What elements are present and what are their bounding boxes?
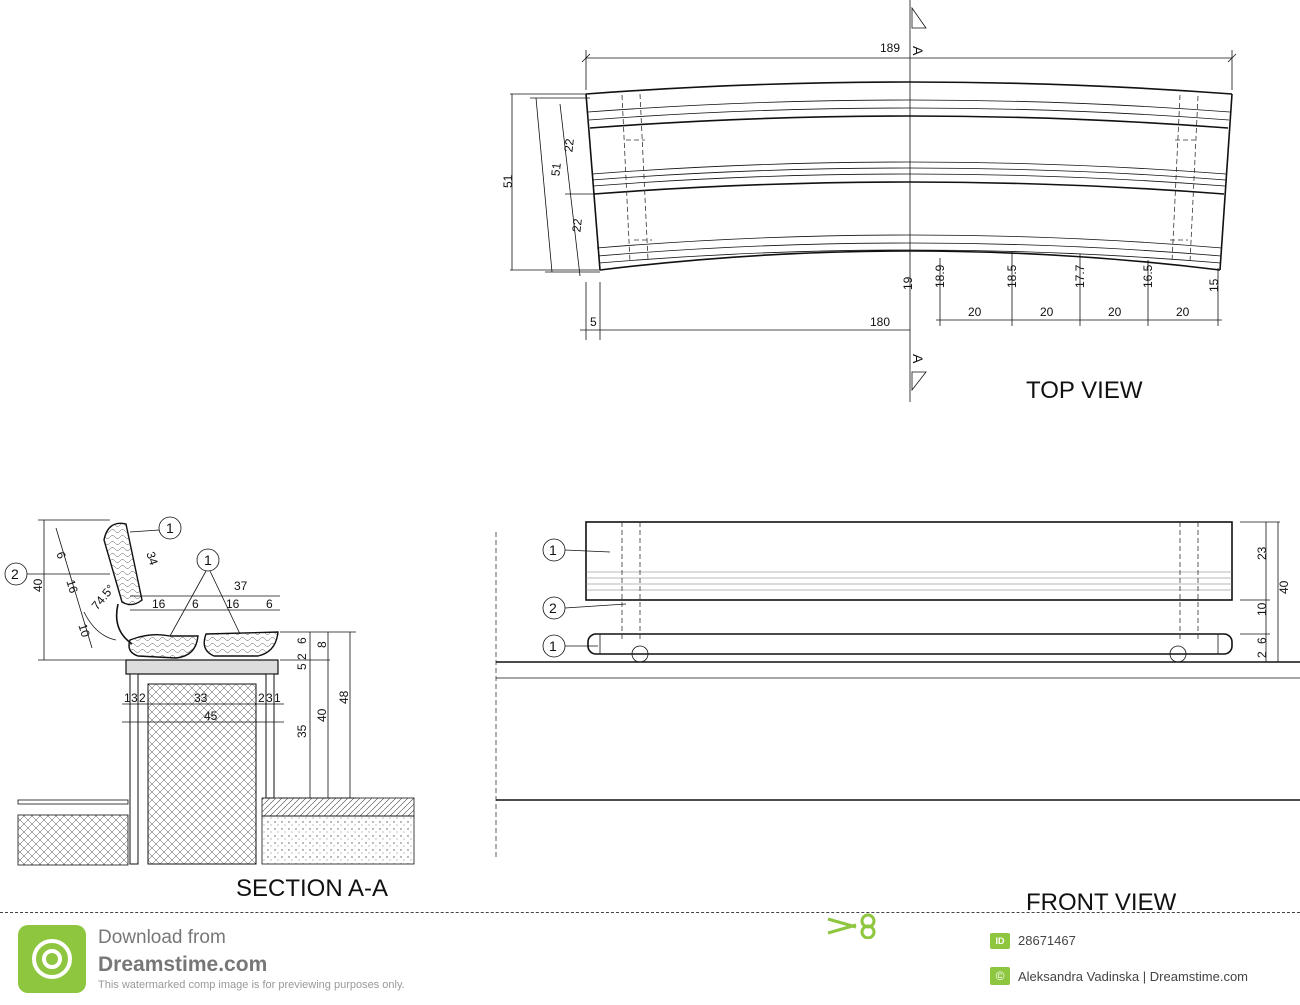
sec-dim-h16b: 16 xyxy=(226,597,240,611)
site-name: Dreamstime.com xyxy=(98,953,268,976)
sec-dim-b1r: 1 xyxy=(274,691,281,705)
sec-dim-v40: 40 xyxy=(315,708,329,722)
copyright-icon: © xyxy=(990,967,1010,985)
sec-dim-v8: 8 xyxy=(315,641,329,648)
watermark-note: This watermarked comp image is for previ… xyxy=(98,979,405,991)
dim-off-15: 15 xyxy=(1207,278,1221,292)
sec-dim-v2: 2 xyxy=(295,653,309,660)
dim-width-top: 189 xyxy=(880,41,900,55)
front-callout-2: 2 xyxy=(549,600,557,616)
dim-depth-inner: 51 xyxy=(548,162,563,177)
dreamstime-logo-icon xyxy=(18,925,86,993)
front-callout-1b: 1 xyxy=(549,638,557,654)
front-view-title: FRONT VIEW xyxy=(1026,889,1177,912)
front-dim-6: 6 xyxy=(1255,637,1269,644)
sec-dim-16: 16 xyxy=(63,578,81,595)
id-badge: ID xyxy=(990,933,1010,949)
sec-dim-6: 6 xyxy=(53,550,68,561)
front-dim-2: 2 xyxy=(1255,651,1269,658)
callout-1b: 1 xyxy=(204,552,212,568)
scissors-icon xyxy=(827,913,876,939)
callout-1a: 1 xyxy=(166,520,174,536)
section-view: 40 6 16 10 74.5° 34 37 16 6 16 6 6 2 5 8… xyxy=(4,516,415,902)
front-callout-1a: 1 xyxy=(549,542,557,558)
author-credit: Aleksandra Vadinska | Dreamstime.com xyxy=(1018,969,1249,984)
front-dim-10: 10 xyxy=(1255,602,1269,616)
sec-dim-b1: 1 xyxy=(124,691,131,705)
technical-drawing: A A 189 51 51 xyxy=(4,0,1300,912)
front-view: 23 10 40 6 2 1 2 1 FRONT VIEW xyxy=(495,521,1300,912)
sec-dim-b2: 2 xyxy=(139,691,146,705)
sec-dim-b33: 33 xyxy=(194,691,208,705)
top-view-title: TOP VIEW xyxy=(1026,377,1143,404)
sec-dim-angle: 74.5° xyxy=(89,582,118,613)
section-mark-bottom: A xyxy=(910,354,926,364)
dim-slat-b: 22 xyxy=(569,218,584,233)
sec-dim-h6a: 6 xyxy=(192,597,199,611)
dim-depth-outer: 51 xyxy=(501,174,515,188)
sec-dim-10: 10 xyxy=(75,622,93,639)
sec-dim-40: 40 xyxy=(31,578,45,592)
front-dim-40: 40 xyxy=(1277,580,1291,594)
dim-off-177: 17.7 xyxy=(1073,264,1087,288)
dim-off-165: 16.5 xyxy=(1141,264,1155,288)
image-id: 28671467 xyxy=(1018,933,1076,948)
front-dim-23: 23 xyxy=(1255,546,1269,560)
sec-dim-34: 34 xyxy=(143,550,161,567)
dim-off-189: 18.9 xyxy=(933,264,947,288)
section-mark-top: A xyxy=(910,46,926,56)
sec-dim-v35: 35 xyxy=(295,724,309,738)
dim-seg-3: 20 xyxy=(1108,305,1122,319)
sec-dim-37: 37 xyxy=(234,579,248,593)
dim-off-185: 18.5 xyxy=(1005,264,1019,288)
sec-dim-v5: 5 xyxy=(295,663,309,670)
sec-dim-h16a: 16 xyxy=(152,597,166,611)
sec-dim-b45: 45 xyxy=(204,709,218,723)
dim-seg-1: 20 xyxy=(968,305,982,319)
sec-dim-b3: 3 xyxy=(131,691,138,705)
dim-slat-a: 22 xyxy=(561,138,576,153)
dim-seg-2: 20 xyxy=(1040,305,1054,319)
section-view-title: SECTION A-A xyxy=(236,875,388,902)
dim-seg-4: 20 xyxy=(1176,305,1190,319)
dim-off-19: 19 xyxy=(901,276,915,290)
dim-width-bottom: 180 xyxy=(870,315,890,329)
download-label: Download from xyxy=(98,927,226,948)
callout-2: 2 xyxy=(11,566,19,582)
sec-dim-v48: 48 xyxy=(337,690,351,704)
dim-left-offset: 5 xyxy=(590,315,597,329)
sec-dim-h6b: 6 xyxy=(266,597,273,611)
sec-dim-b2r: 2 xyxy=(258,691,265,705)
watermark-footer: Download from Dreamstime.com This waterm… xyxy=(0,912,1300,1005)
sec-dim-b3r: 3 xyxy=(266,691,273,705)
sec-dim-v6: 6 xyxy=(295,637,309,644)
top-view: A A 189 51 51 xyxy=(501,0,1237,404)
